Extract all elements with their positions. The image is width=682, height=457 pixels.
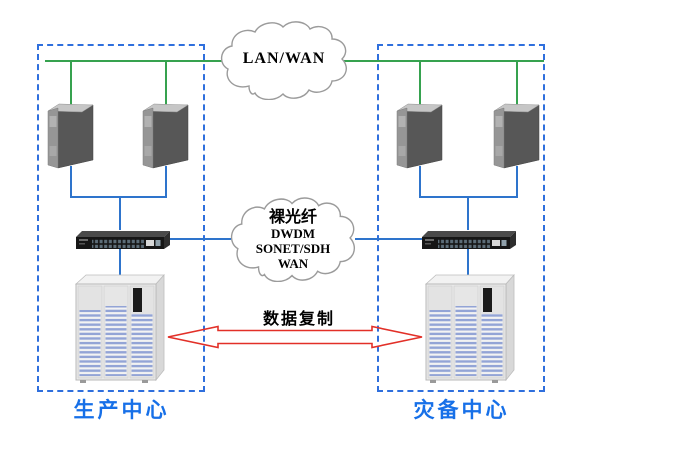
- switch-to-storage-right: [467, 249, 469, 277]
- storage-array-icon: [425, 274, 515, 384]
- server-tower-icon: [396, 103, 443, 169]
- lan-drop-server3: [419, 61, 421, 107]
- lan-wan-cloud-label: LAN/WAN: [242, 50, 326, 67]
- replication-label: 数据复制: [262, 311, 335, 328]
- lan-bus-right: [344, 60, 544, 62]
- lan-drop-server2: [165, 61, 167, 107]
- lan-drop-server4: [516, 61, 518, 107]
- network-switch-icon: [422, 231, 516, 249]
- wan-transport-cloud-label: 裸光纤 DWDM SONET/SDH WAN: [229, 209, 357, 271]
- san-drop-server3: [419, 166, 421, 198]
- san-drop-server2: [165, 166, 167, 198]
- transport-line-sonet: SONET/SDH: [255, 241, 331, 256]
- switch-to-storage-left: [119, 249, 121, 277]
- lan-drop-server1: [70, 61, 72, 107]
- cloud-to-switch-right: [355, 238, 423, 240]
- san-drop-server1: [70, 166, 72, 198]
- replication-double-arrow-icon: [167, 325, 423, 349]
- storage-array-icon: [75, 274, 165, 384]
- san-switch-uplink-left: [119, 196, 121, 230]
- switch-to-cloud-left: [167, 238, 231, 240]
- transport-line-dwdm: DWDM: [270, 226, 316, 241]
- server-tower-icon: [142, 103, 189, 169]
- server-tower-icon: [493, 103, 540, 169]
- transport-line-fiber: 裸光纤: [268, 209, 317, 226]
- lan-bus-left: [45, 60, 227, 62]
- network-switch-icon: [76, 231, 170, 249]
- san-bus-left: [70, 196, 167, 198]
- san-switch-uplink-right: [467, 196, 469, 230]
- dr-zone-label: 灾备中心: [413, 399, 510, 422]
- server-tower-icon: [47, 103, 94, 169]
- dr-zone-box: [377, 44, 545, 392]
- transport-line-wan: WAN: [277, 256, 309, 271]
- san-drop-server4: [516, 166, 518, 198]
- production-zone-box: [37, 44, 205, 392]
- production-zone-label: 生产中心: [73, 399, 170, 422]
